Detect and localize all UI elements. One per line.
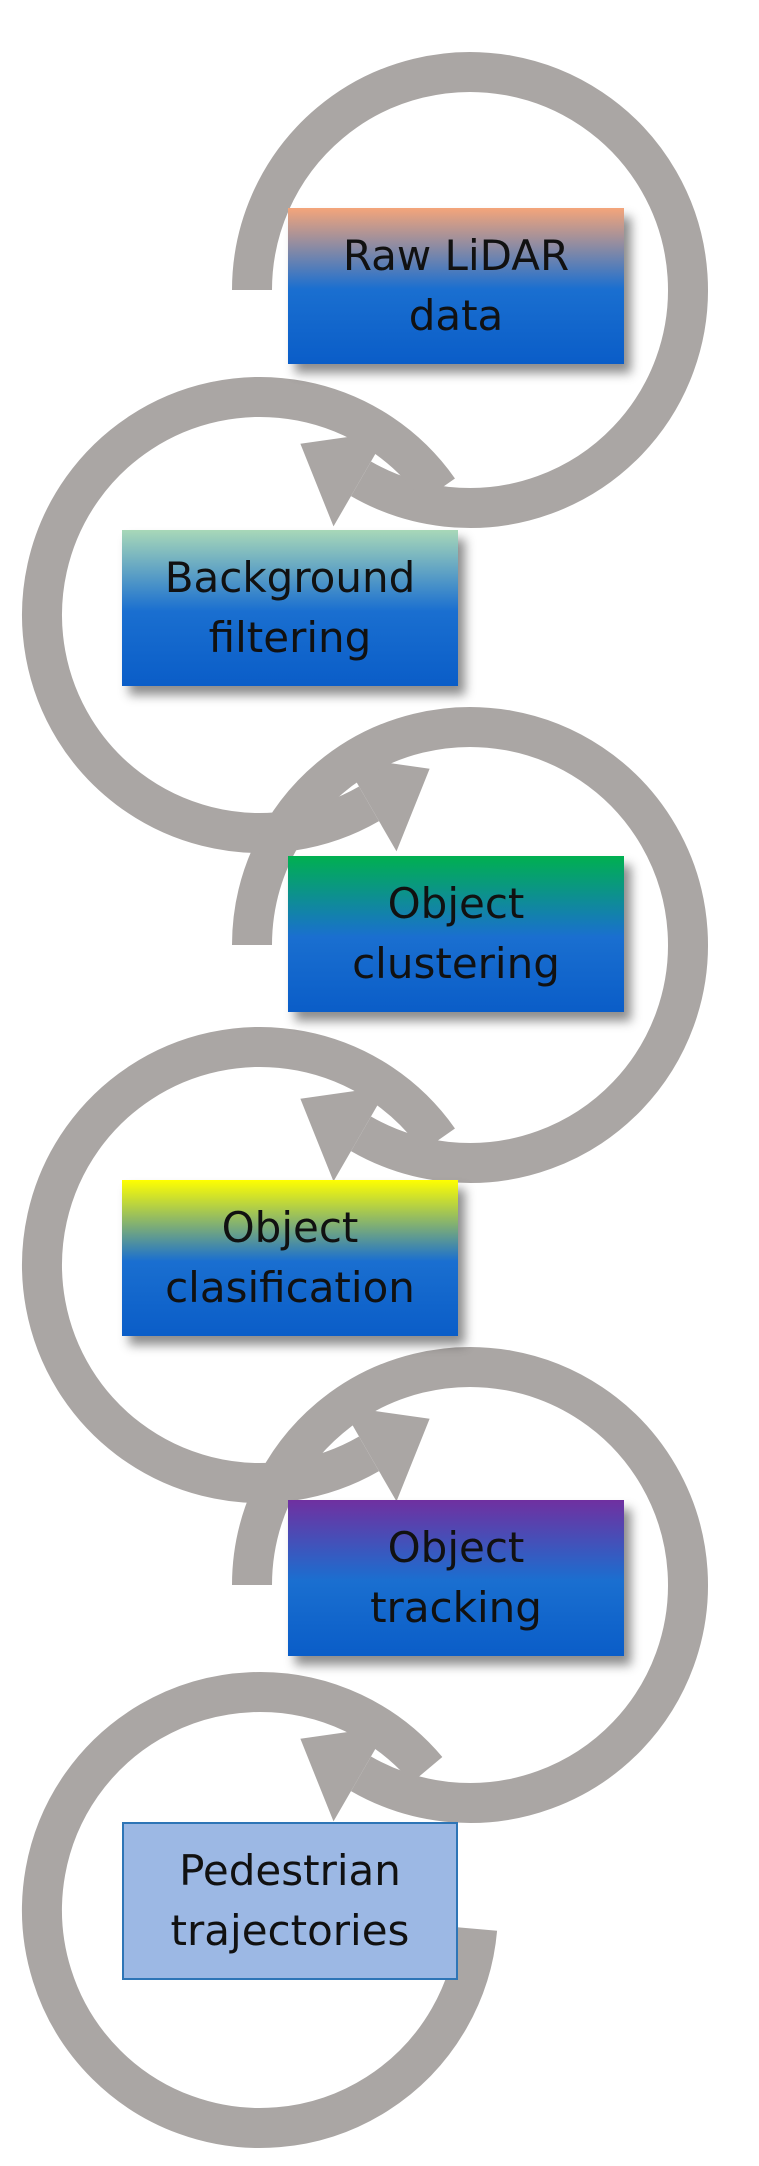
cycle-arrow-1 [232,52,708,528]
cycle-arrow-2 [22,377,455,853]
cycle-arrow-5 [232,1347,708,1823]
step-raw-lidar-data: Raw LiDAR data [288,208,624,364]
step-pedestrian-trajectories: Pedestrian trajectories [122,1822,458,1980]
arrowhead-icon [300,1726,389,1822]
cycle-arrow-4 [22,1027,455,1503]
step-object-tracking-line1: Object [387,1523,525,1572]
arrowhead-icon [341,1406,430,1502]
cycle-arrow-3 [232,707,708,1183]
step-raw-lidar-data-line1: Raw LiDAR [342,231,570,280]
step-object-clasification-line2: clasification [165,1263,415,1312]
step-object-tracking-line2: tracking [370,1583,542,1632]
step-object-clustering-line1: Object [387,879,525,928]
step-raw-lidar-data-line2: data [408,291,504,340]
cycle-arrow-ring [232,52,708,528]
cycle-arrow-ring [232,707,708,1183]
cycle-arrow-ring [22,1672,498,2148]
step-pedestrian-trajectories-line2: trajectories [170,1906,410,1955]
arrowhead-icon [300,431,389,527]
cycle-arrow-ring [22,377,455,853]
step-background-filtering: Background filtering [122,530,458,686]
step-object-clasification: Object clasification [122,1180,458,1336]
cycle-arrow-ring [22,1027,455,1503]
cycle-arrow-6 [22,1672,498,2148]
step-object-clasification-line1: Object [221,1203,359,1252]
step-background-filtering-line2: filtering [208,613,372,662]
cycle-arrow-ring [232,1347,708,1823]
arrowhead-icon [300,1086,389,1182]
arrowhead-icon [341,756,430,852]
step-object-clustering-line2: clustering [352,939,560,988]
step-object-clustering: Object clustering [288,856,624,1012]
step-object-tracking: Object tracking [288,1500,624,1656]
step-background-filtering-line1: Background [164,553,416,602]
step-pedestrian-trajectories-line1: Pedestrian [179,1846,401,1895]
